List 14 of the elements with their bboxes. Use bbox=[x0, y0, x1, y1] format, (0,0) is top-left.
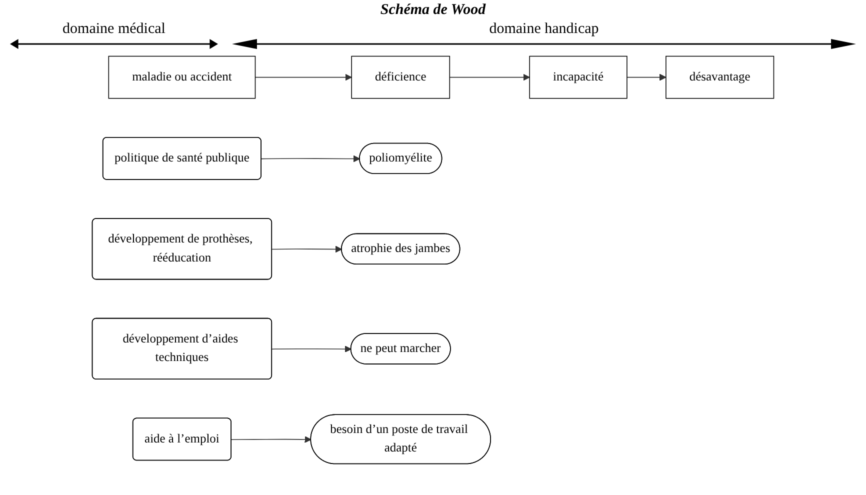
node-box: désavantage bbox=[666, 56, 774, 99]
arrow bbox=[231, 436, 312, 443]
diagram-title: Schéma de Wood bbox=[379, 2, 487, 19]
arrow bbox=[254, 74, 352, 81]
arrow bbox=[272, 346, 352, 352]
domain-label: domaine handicap bbox=[489, 21, 599, 38]
domain-label: domaine médical bbox=[62, 21, 166, 38]
arrow bbox=[449, 74, 530, 81]
arrow bbox=[626, 74, 666, 81]
arrow bbox=[261, 155, 360, 162]
node-box: incapacité bbox=[529, 56, 628, 99]
node-box: maladie ou accident bbox=[108, 56, 256, 99]
node-box: déficience bbox=[351, 56, 450, 99]
arrow bbox=[272, 246, 342, 253]
